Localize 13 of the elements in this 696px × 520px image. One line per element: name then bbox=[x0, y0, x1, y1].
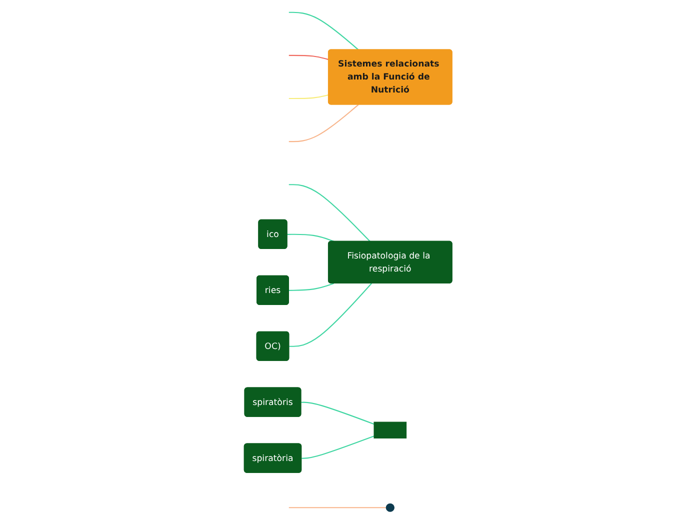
connector-line bbox=[288, 507, 386, 508]
node-box bbox=[374, 422, 406, 438]
connector-line bbox=[288, 94, 329, 100]
connector-line bbox=[288, 12, 359, 50]
connector-line bbox=[288, 282, 334, 291]
connector-line bbox=[289, 283, 372, 347]
connector-line bbox=[287, 234, 334, 242]
connector-line bbox=[288, 184, 370, 242]
connector-line bbox=[288, 104, 359, 142]
connector-line bbox=[301, 402, 374, 425]
connector-line bbox=[288, 54, 329, 60]
connector-line bbox=[301, 436, 374, 459]
node-circle bbox=[386, 503, 394, 512]
